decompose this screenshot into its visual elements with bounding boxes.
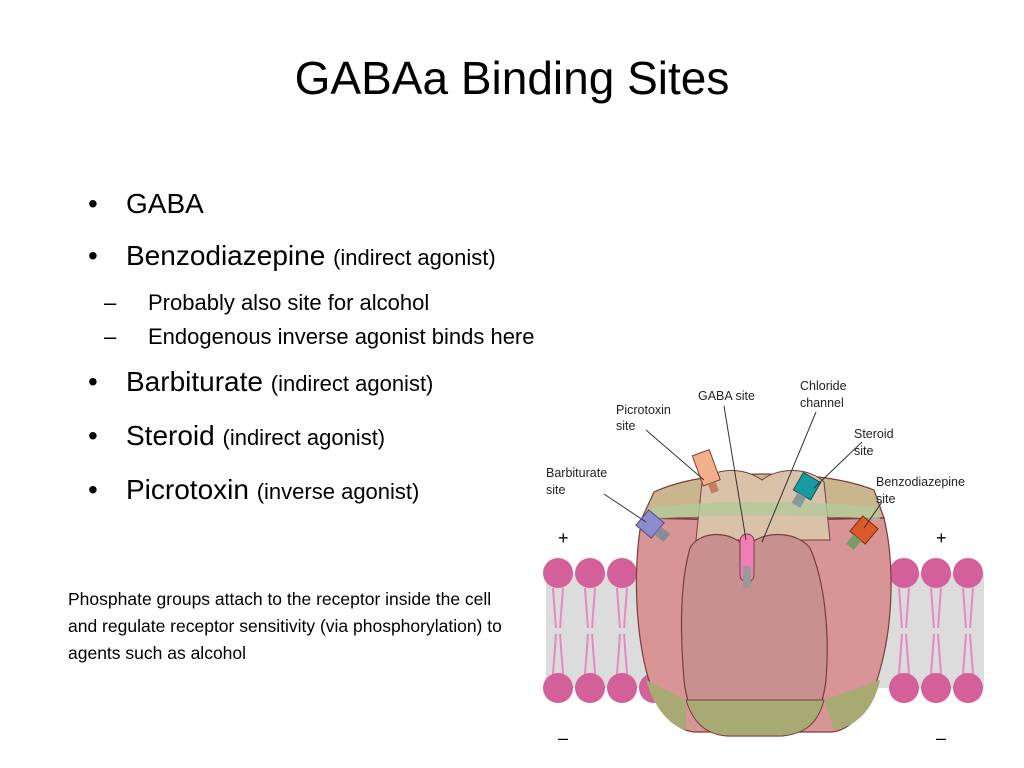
bullet-note: (indirect agonist) (270, 371, 434, 396)
phosphate-note: Phosphate groups attach to the receptor … (68, 589, 502, 663)
lipid-head (543, 558, 573, 588)
lipid-tail (905, 633, 910, 675)
membrane-minus-left: – (558, 728, 568, 748)
receptor-body (635, 469, 892, 737)
lipid-tail (898, 633, 903, 675)
label-gaba-site: GABA site (698, 389, 755, 403)
bullet-note: (indirect agonist) (222, 425, 386, 450)
label-benzodiazepine-line2: site (876, 492, 896, 506)
lipid-tail (905, 587, 910, 629)
lipid-tail (962, 587, 967, 629)
lipid-tail (591, 587, 596, 629)
receptor-olive-band (646, 680, 686, 730)
bullet-label: Picrotoxin (126, 474, 249, 505)
label-chloride-line1: Chloride (800, 379, 847, 393)
bullet-note: (indirect agonist) (333, 245, 496, 270)
lipid-tail (584, 587, 589, 629)
lipid-tail (552, 633, 557, 675)
bullet-gaba: GABA (88, 186, 535, 222)
lipid-head (953, 558, 983, 588)
lipid-head (575, 558, 605, 588)
sub-list: Probably also site for alcohol Endogenou… (88, 286, 535, 354)
lipid-head (921, 558, 951, 588)
label-chloride-line2: channel (800, 396, 844, 410)
lipid-tail (559, 633, 564, 675)
membrane-minus-right: – (936, 728, 946, 748)
slide-title: GABAa Binding Sites (294, 52, 730, 104)
bullet-label: Barbiturate (126, 366, 263, 397)
membrane-plus-left: + (558, 528, 569, 548)
membrane-plus-right: + (936, 528, 947, 548)
lipid-head (889, 673, 919, 703)
sub-item-alcohol: Probably also site for alcohol (104, 286, 535, 320)
label-barbiturate-line1: Barbiturate (546, 466, 607, 480)
lipid-tail (969, 587, 974, 629)
picrotoxin-site-marker (691, 449, 721, 494)
label-steroid-line2: site (854, 444, 874, 458)
lipid-head (575, 673, 605, 703)
bullet-steroid: Steroid (indirect agonist) (88, 418, 535, 456)
lipid-head (953, 673, 983, 703)
lipid-tail (623, 633, 628, 675)
lipid-tail (969, 633, 974, 675)
lipid-tail (623, 587, 628, 629)
lipid-tail (591, 633, 596, 675)
receptor-rim-band (646, 502, 880, 520)
gaba-receptor-diagram: Picrotoxin site GABA site Chloride chann… (534, 370, 1024, 768)
lipid-head (543, 673, 573, 703)
label-barbiturate-line2: site (546, 483, 566, 497)
lipid-tail (937, 633, 942, 675)
lipid-tail (937, 587, 942, 629)
bullet-label: Benzodiazepine (126, 240, 326, 271)
leader-lines (603, 405, 883, 543)
bullet-label: GABA (126, 188, 204, 219)
label-picrotoxin-line2: site (616, 419, 636, 433)
bullet-barbiturate: Barbiturate (indirect agonist) (88, 364, 535, 402)
benzodiazepine-site-marker (846, 515, 879, 551)
lipid-head (889, 558, 919, 588)
sub-item-inverse-agonist: Endogenous inverse agonist binds here (104, 320, 535, 354)
lipid-tail (930, 633, 935, 675)
bullet-picrotoxin: Picrotoxin (inverse agonist) (88, 472, 535, 510)
bullet-benzodiazepine: Benzodiazepine (indirect agonist) (88, 238, 535, 276)
lipid-tail (616, 587, 621, 629)
lipid-tail (616, 633, 621, 675)
bullet-note: (inverse agonist) (256, 479, 420, 504)
steroid-site-marker (791, 471, 822, 508)
bullet-label: Steroid (126, 420, 215, 451)
barbiturate-site-marker (635, 509, 671, 542)
label-steroid-line1: Steroid (854, 427, 894, 441)
lipid-tail (559, 587, 564, 629)
lipid-tail (962, 633, 967, 675)
lipid-tail (898, 587, 903, 629)
lipid-head (607, 558, 637, 588)
label-picrotoxin-line1: Picrotoxin (616, 403, 671, 417)
bullet-list: GABA Benzodiazepine (indirect agonist) P… (88, 186, 535, 510)
lipid-head (607, 673, 637, 703)
lipid-head (921, 673, 951, 703)
receptor-olive-band (685, 699, 825, 737)
lipid-tail (930, 587, 935, 629)
label-benzodiazepine-line1: Benzodiazepine (876, 475, 965, 489)
gaba-site-marker (739, 533, 755, 588)
receptor-olive-band (824, 680, 880, 730)
lipid-tail (584, 633, 589, 675)
lipid-tail (552, 587, 557, 629)
